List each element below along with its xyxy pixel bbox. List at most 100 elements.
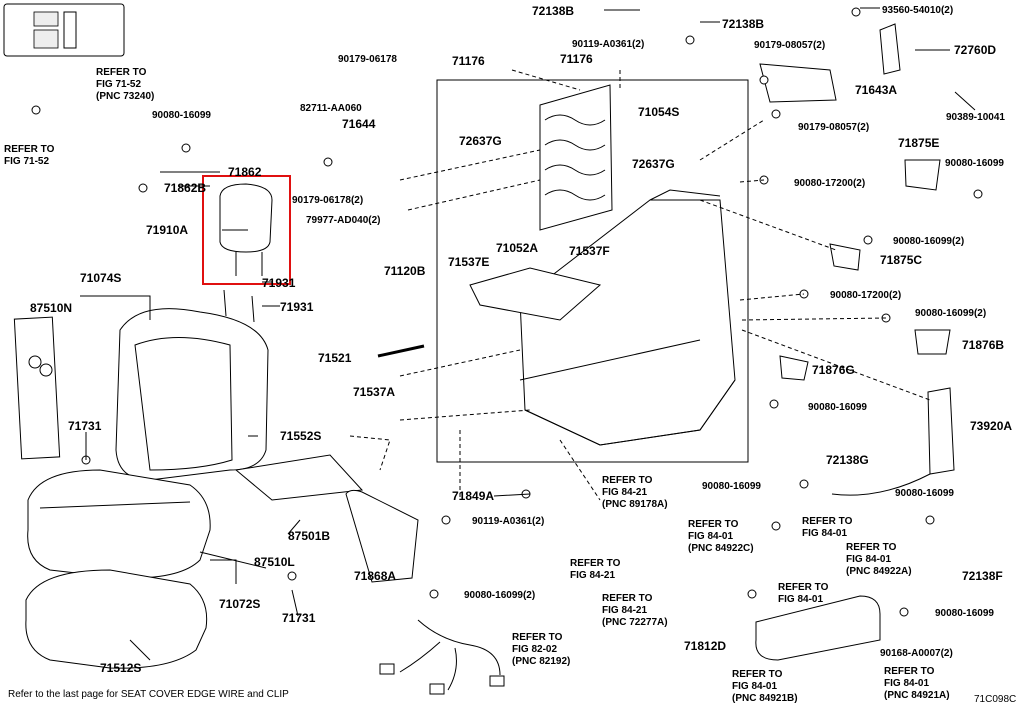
part-label: 71072S — [219, 597, 260, 611]
part-label: 72138F — [962, 569, 1003, 583]
part-label: 87501B — [288, 529, 330, 543]
part-label: 71512S — [100, 661, 141, 675]
part-label: 71875E — [898, 136, 939, 150]
part-label: 82711-AA060 — [300, 103, 362, 114]
airbag-module — [927, 387, 955, 475]
seat-frame — [519, 189, 736, 446]
part-label: REFER TO — [602, 475, 653, 486]
part-label: FIG 84-01 — [884, 678, 929, 689]
part-label: 90179-08057(2) — [798, 122, 869, 133]
switch-72760D — [879, 23, 901, 75]
part-label: FIG 84-01 — [778, 594, 823, 605]
part-label: FIG 84-01 — [688, 531, 733, 542]
part-label: 71537E — [448, 255, 489, 269]
bracket-71875C — [829, 243, 861, 271]
part-label: 79977-AD040(2) — [306, 215, 381, 226]
part-label: 71876G — [812, 363, 855, 377]
part-label: REFER TO — [802, 516, 853, 527]
headrest — [219, 183, 273, 276]
part-label: REFER TO — [602, 593, 653, 604]
part-label: REFER TO — [778, 582, 829, 593]
bracket-71876G — [779, 355, 809, 381]
part-label: (PNC 84921A) — [884, 690, 950, 701]
part-label: 90080-16099(2) — [464, 590, 535, 601]
part-label: REFER TO — [4, 144, 55, 155]
part-label: 90179-08057(2) — [754, 40, 825, 51]
part-label: REFER TO — [846, 542, 897, 553]
part-label: 71862B — [164, 181, 206, 195]
part-label: 90080-16099 — [945, 158, 1004, 169]
part-label: (PNC 84921B) — [732, 693, 798, 704]
part-label: 71731 — [282, 611, 316, 625]
part-label: 71875C — [880, 253, 922, 267]
seat-icon — [3, 3, 125, 57]
part-label: 71849A — [452, 489, 494, 503]
part-label: (PNC 89178A) — [602, 499, 668, 510]
part-label: 87510N — [30, 301, 72, 315]
part-label: FIG 71-52 — [4, 156, 49, 167]
part-label: 71537A — [353, 385, 395, 399]
cushion-cover — [27, 469, 211, 579]
fasteners — [31, 7, 983, 617]
part-label: 72760D — [954, 43, 996, 57]
part-label: 90080-16099 — [152, 110, 211, 121]
part-label: REFER TO — [688, 519, 739, 530]
part-label: REFER TO — [570, 558, 621, 569]
seatback-cover — [115, 308, 269, 481]
part-label: 71537F — [569, 244, 610, 258]
part-label: 71521 — [318, 351, 352, 365]
bracket-71876B — [914, 329, 951, 355]
part-label: 71868A — [354, 569, 396, 583]
part-label: 90080-16099 — [808, 402, 867, 413]
cushion-pad — [25, 569, 208, 669]
part-label: 72637G — [632, 157, 675, 171]
part-label: 71176 — [560, 52, 593, 66]
part-label: 71812D — [684, 639, 726, 653]
part-label: REFER TO — [732, 669, 783, 680]
part-label: (PNC 73240) — [96, 91, 154, 102]
part-label: FIG 84-21 — [602, 605, 647, 616]
part-label: 71910A — [146, 223, 188, 237]
figure-code: 71C098C — [974, 694, 1016, 705]
part-label: 90168-A0007(2) — [880, 648, 953, 659]
part-label: 90080-16099 — [895, 488, 954, 499]
back-pad — [13, 316, 61, 460]
part-label: 71120B — [384, 264, 426, 278]
part-label: 71862 — [228, 165, 262, 179]
part-label: FIG 84-01 — [732, 681, 777, 692]
part-label: FIG 71-52 — [96, 79, 141, 90]
part-label: FIG 84-01 — [802, 528, 847, 539]
part-label: REFER TO — [884, 666, 935, 677]
part-label: 71176 — [452, 54, 485, 68]
part-label: 71876B — [962, 338, 1004, 352]
part-label: FIG 82-02 — [512, 644, 557, 655]
headrest-guides — [223, 289, 255, 323]
side-panel — [755, 595, 881, 661]
part-label: (PNC 82192) — [512, 656, 570, 667]
part-label: (PNC 84922C) — [688, 543, 754, 554]
part-label: 90080-16099(2) — [893, 236, 964, 247]
footer-note: Refer to the last page for SEAT COVER ED… — [8, 689, 289, 700]
leader-lines — [399, 69, 931, 501]
seat-springs — [469, 267, 602, 321]
leg-cover — [345, 489, 419, 583]
part-label: 71931 — [262, 276, 296, 290]
part-label: 93560-54010(2) — [882, 5, 953, 16]
part-label: 90080-17200(2) — [794, 178, 865, 189]
part-label: 90080-17200(2) — [830, 290, 901, 301]
part-label: 87510L — [254, 555, 295, 569]
part-label: FIG 84-01 — [846, 554, 891, 565]
heater-mat — [234, 454, 364, 501]
label: 72138B — [532, 4, 574, 18]
part-label: 90119-A0361(2) — [572, 39, 644, 50]
part-label: 71643A — [855, 83, 897, 97]
wire-harness — [399, 619, 501, 691]
bracket-71643A — [759, 63, 837, 103]
part-label: 73920A — [970, 419, 1012, 433]
part-label: 71644 — [342, 117, 376, 131]
part-label: 90389-10041 — [946, 112, 1005, 123]
part-label: 72637G — [459, 134, 502, 148]
spring-panel — [539, 84, 613, 231]
